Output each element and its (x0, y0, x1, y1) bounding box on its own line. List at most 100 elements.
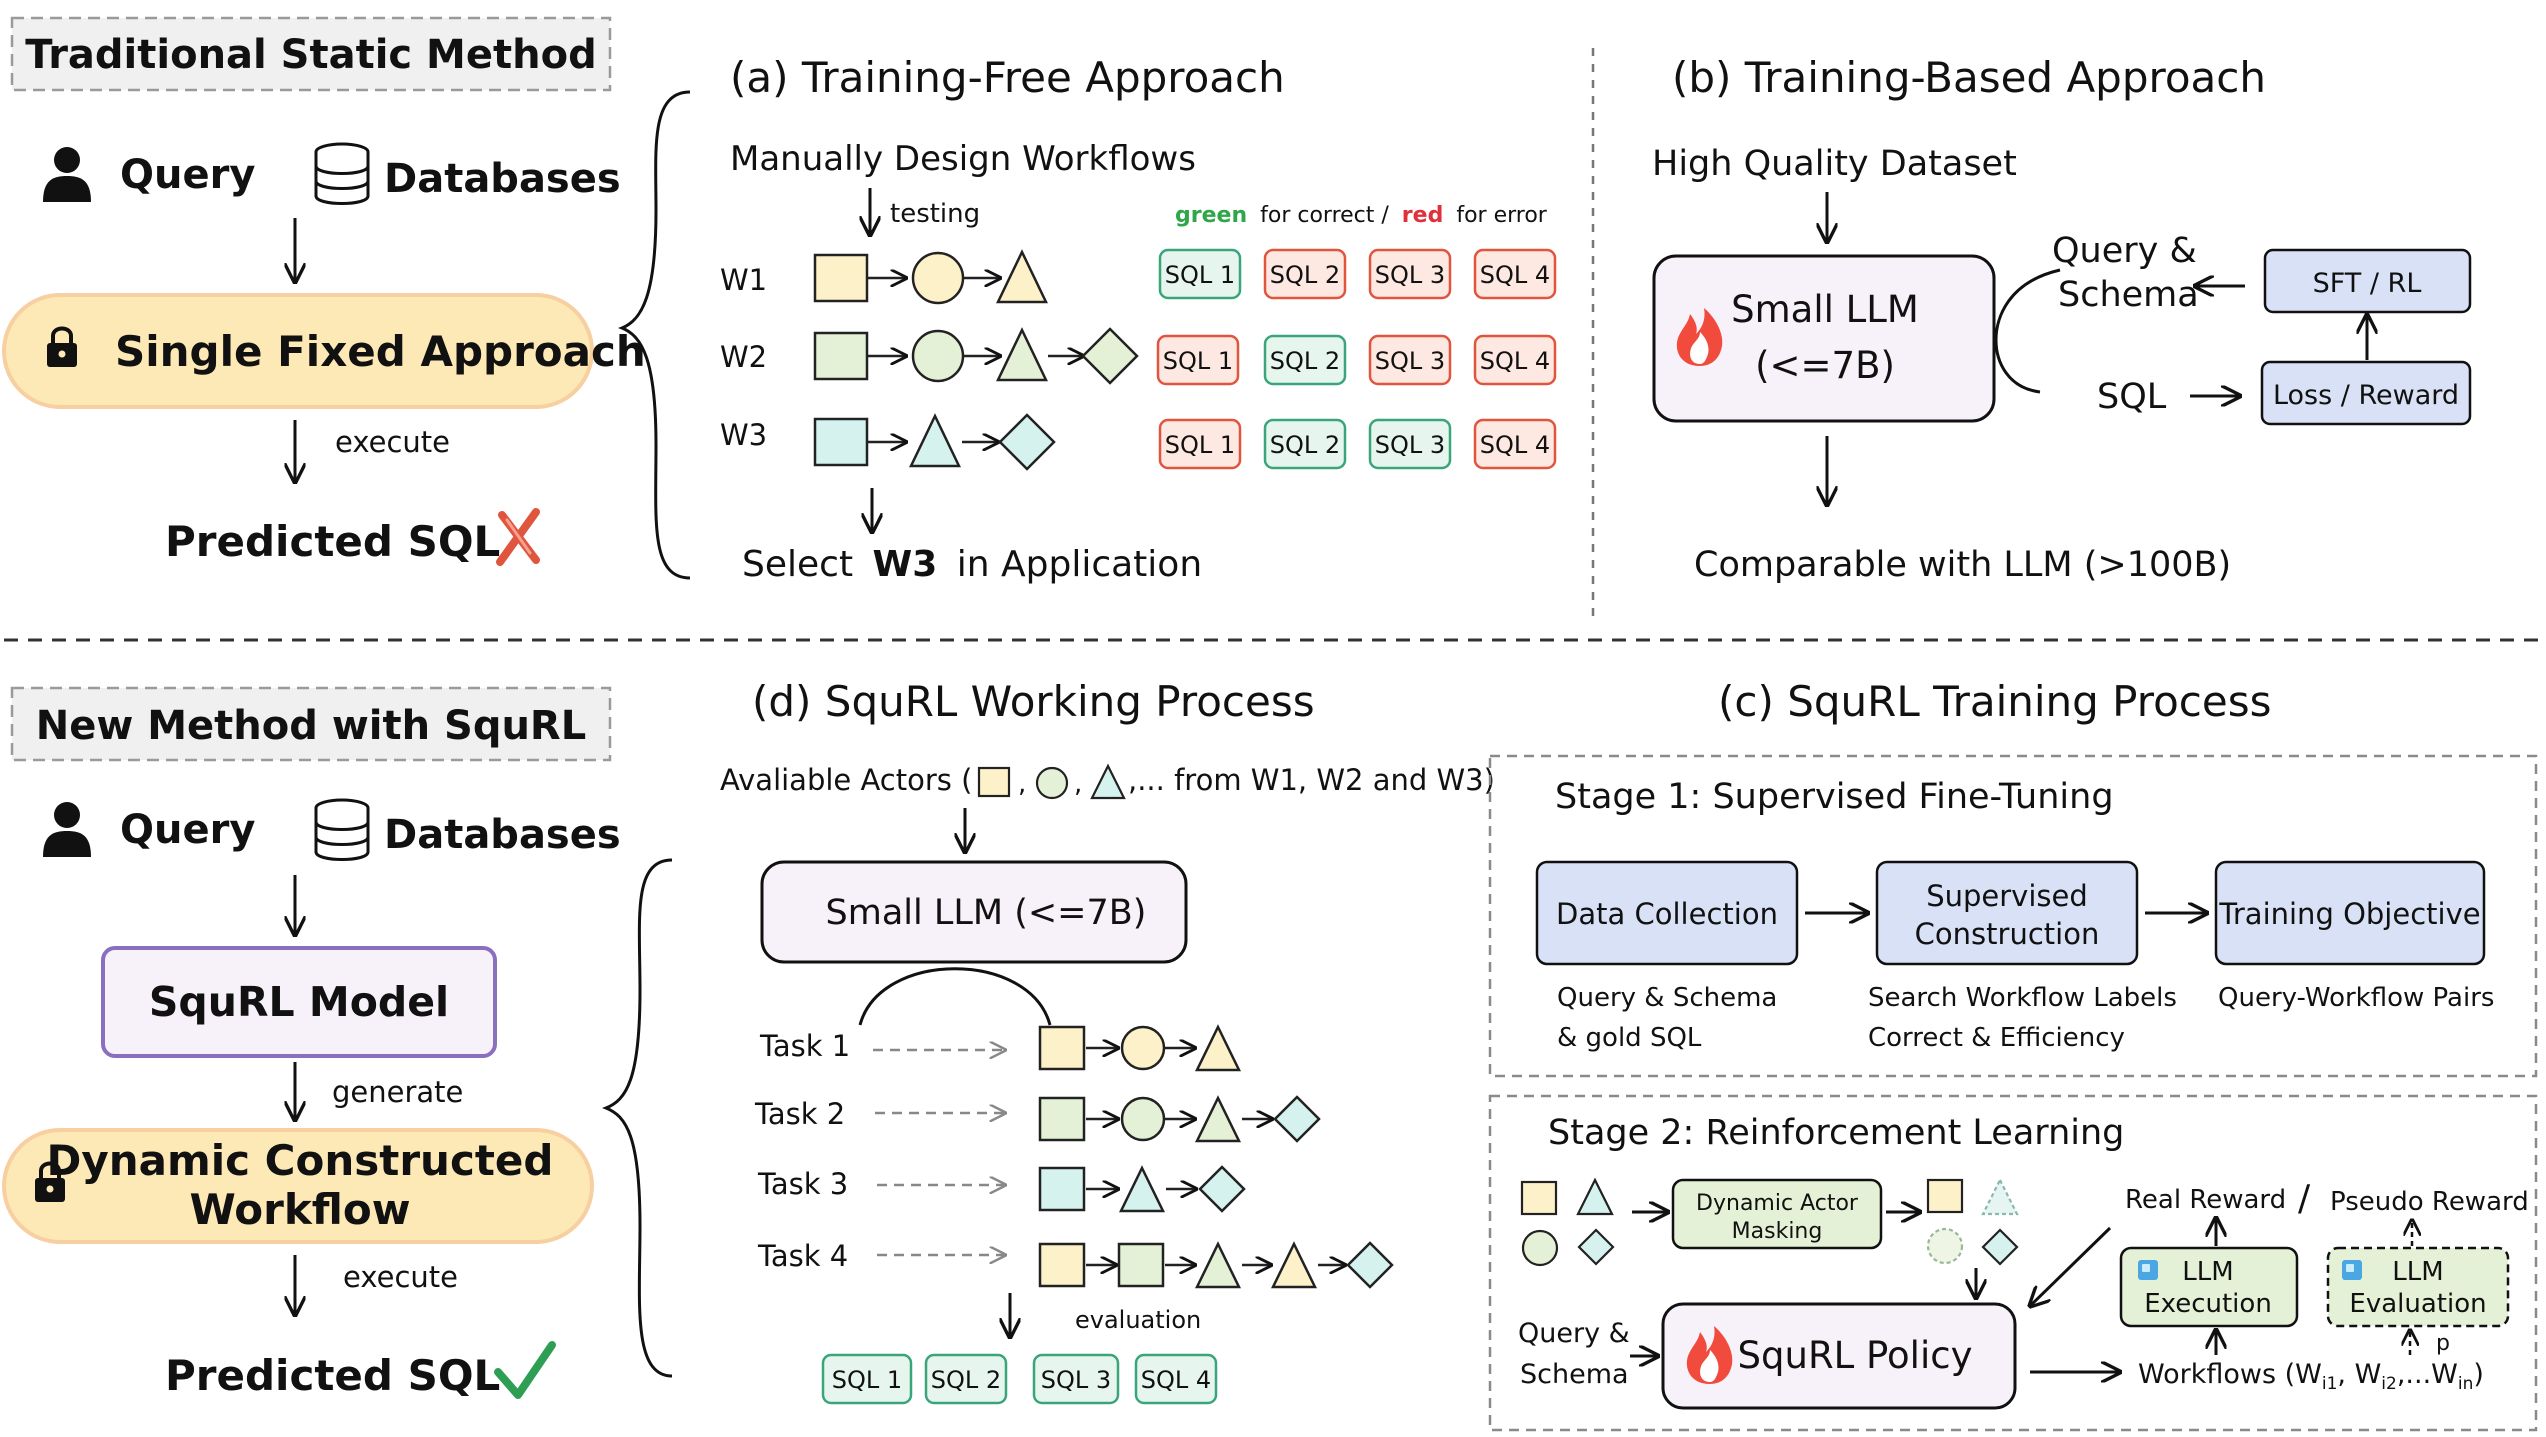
sft-rl-box (2263, 248, 2472, 314)
actors-label-post: ,... from W1, W2 and W3) (1128, 763, 1495, 797)
svg-text:,: , (1018, 769, 1026, 799)
evaluation-label: evaluation (1075, 1306, 1201, 1334)
panel-a-title: (a) Training-Free Approach (730, 53, 1285, 102)
single-fixed-approach-box (2, 293, 594, 409)
select-w3-label: Select W3 in Application (742, 544, 1202, 585)
comparable-label: Comparable with LLM (>100B) (1694, 545, 2231, 585)
small-llm-label-2: (<=7B) (1755, 344, 1895, 387)
rl-query-schema-label-2: Schema (1520, 1359, 1629, 1390)
svg-text:SQL 3: SQL 3 (1375, 261, 1445, 289)
query-schema-label-2: Schema (2058, 275, 2199, 315)
real-reward-label: Real Reward (2125, 1185, 2286, 1215)
top-brace (617, 90, 691, 580)
svg-text:SQL 4: SQL 4 (1480, 261, 1550, 289)
svg-text:SQL 2: SQL 2 (1270, 261, 1340, 289)
llm-execution-label-2: Execution (2144, 1289, 2272, 1319)
task-1-workflow (1038, 1024, 1242, 1072)
dynamic-workflow-box (2, 1128, 594, 1244)
predicted-sql-label-bottom: Predicted SQL (165, 1351, 500, 1400)
traditional-label-box (10, 16, 612, 92)
row-label-w3: W3 (720, 418, 767, 452)
arrow-reward-to-policy (2030, 1226, 2112, 1306)
task-1-label: Task 1 (759, 1029, 850, 1063)
panel-d-title: (d) SquRL Working Process (752, 677, 1315, 726)
row-label-w1: W1 (720, 263, 767, 297)
reward-slash: / (2298, 1178, 2311, 1219)
dc-sub-2: & gold SQL (1557, 1023, 1702, 1053)
p-label: p (2436, 1331, 2450, 1356)
error-cross-icon (496, 508, 540, 566)
small-llm-label-d: Small LLM (<=7B) (826, 893, 1147, 933)
llm-evaluation-label-1: LLM (2392, 1257, 2443, 1287)
sc-sub-2: Correct & Efficiency (1868, 1023, 2125, 1053)
svg-text:,: , (1074, 769, 1082, 799)
task-2-workflow (1038, 1095, 1321, 1143)
bottom-brace (601, 858, 673, 1378)
stage-1-title: Stage 1: Supervised Fine-Tuning (1555, 777, 2114, 817)
traditional-label: Traditional Static Method (25, 32, 596, 78)
database-icon-bottom (314, 798, 370, 861)
rl-actor-shapes (1520, 1177, 1615, 1267)
loss-reward-label: Loss / Reward (2273, 380, 2459, 411)
svg-text:SQL 4: SQL 4 (1141, 1366, 1211, 1394)
query-label-bottom: Query (120, 807, 255, 853)
query-label: Query (120, 152, 255, 198)
svg-text:SQL 1: SQL 1 (1163, 347, 1233, 375)
svg-text:SQL 2: SQL 2 (1270, 347, 1340, 375)
svg-text:SQL 3: SQL 3 (1375, 431, 1445, 459)
pseudo-reward-label: Pseudo Reward (2330, 1187, 2529, 1217)
sql-results-grid: SQL 1 SQL 2 SQL 3 SQL 4 SQL 1 SQL 2 SQL … (1156, 248, 1557, 470)
task-3-workflow (1038, 1165, 1246, 1213)
stage-1-box (1488, 754, 2538, 1078)
task-arc (858, 967, 1052, 1026)
high-quality-dataset-label: High Quality Dataset (1652, 144, 2017, 184)
panel-c-title: (c) SquRL Training Process (1718, 677, 2272, 726)
small-llm-box-d (760, 860, 1188, 964)
svg-text:SQL 1: SQL 1 (832, 1366, 902, 1394)
database-icon (314, 142, 370, 205)
squrl-model-box (101, 946, 497, 1058)
small-llm-box (1652, 254, 1996, 423)
actor-shapes: , , (977, 763, 1126, 800)
llm-evaluation-box (2326, 1246, 2510, 1328)
dynamic-workflow-label-2: Workflow (189, 1185, 410, 1234)
loss-reward-box (2260, 360, 2472, 426)
ice-cube-icon-eval (2342, 1260, 2362, 1280)
workflows-label: Workflows (Wi1, Wi2,...Win) (2138, 1359, 2484, 1394)
workflow-w3 (813, 413, 1056, 471)
sc-sub-1: Search Workflow Labels (1868, 983, 2177, 1013)
squrl-label: New Method with SquRL (36, 703, 586, 749)
stage-2-box (1488, 1094, 2538, 1432)
llm-evaluation-label-2: Evaluation (2349, 1289, 2486, 1319)
llm-execution-label-1: LLM (2182, 1257, 2233, 1287)
sft-rl-label: SFT / RL (2313, 268, 2422, 299)
workflow-w2 (813, 327, 1139, 385)
actors-label-pre: Avaliable Actors ( (720, 763, 972, 797)
databases-label-bottom: Databases (384, 812, 621, 858)
task-4-workflow (1038, 1241, 1394, 1289)
task-2-label: Task 2 (754, 1097, 845, 1131)
single-fixed-approach-label: Single Fixed Approach (115, 327, 646, 376)
testing-label: testing (890, 199, 980, 229)
execute-label-bottom: execute (343, 1260, 458, 1294)
row-label-w2: W2 (720, 340, 767, 374)
svg-text:SQL 1: SQL 1 (1165, 261, 1235, 289)
sql-output-boxes: SQL 1 SQL 2 SQL 3 SQL 4 (821, 1353, 1218, 1405)
supervised-construction-box (1875, 860, 2139, 966)
llm-feedback-curve (1994, 268, 2061, 394)
legend: green for correct / red for error (1175, 203, 1548, 228)
data-collection-label: Data Collection (1556, 897, 1778, 931)
user-icon (43, 147, 91, 202)
svg-text:SQL 2: SQL 2 (931, 1366, 1001, 1394)
squrl-model-label: SquRL Model (149, 978, 449, 1026)
masking-label-1: Dynamic Actor (1696, 1191, 1859, 1216)
execute-label: execute (335, 425, 450, 459)
rl-query-schema-label-1: Query & (1518, 1318, 1630, 1349)
svg-text:SQL 3: SQL 3 (1041, 1366, 1111, 1394)
svg-text:SQL 4: SQL 4 (1480, 431, 1550, 459)
svg-text:SQL 1: SQL 1 (1165, 431, 1235, 459)
manual-design-label: Manually Design Workflows (730, 139, 1196, 179)
training-objective-label: Training Objective (2218, 897, 2480, 931)
obj-sub: Query-Workflow Pairs (2218, 983, 2494, 1013)
